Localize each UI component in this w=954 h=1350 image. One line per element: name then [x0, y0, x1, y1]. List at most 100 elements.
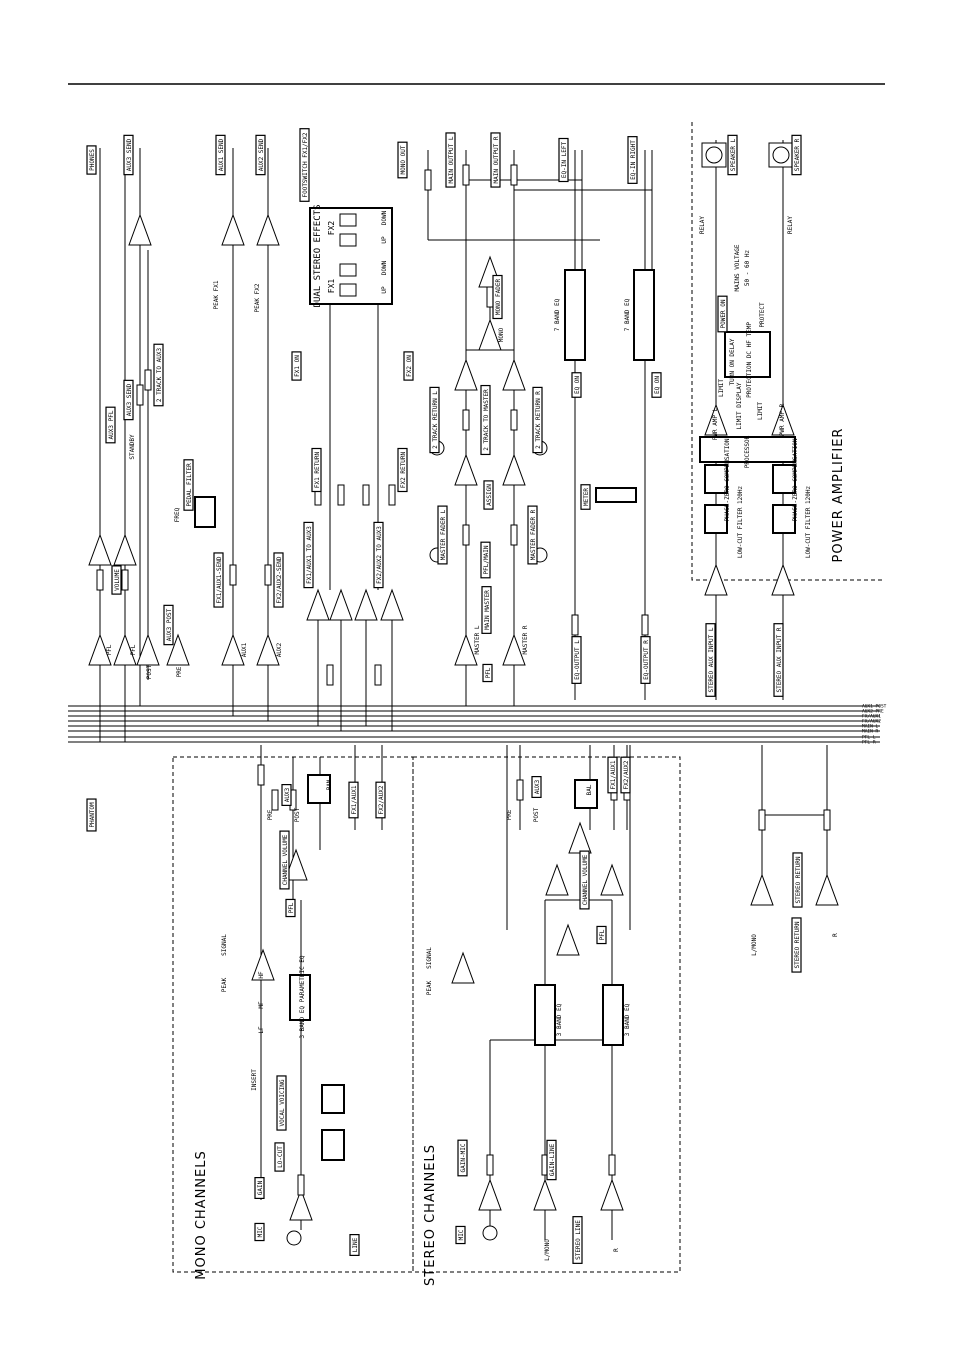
label-master-l: MASTER L: [474, 625, 481, 654]
label-box: [490, 132, 501, 188]
resistor-icon: [121, 569, 129, 591]
label-text: STEREO RETURN: [794, 921, 801, 968]
label-text: EQ-OUTPUT L: [574, 640, 581, 680]
label-box: [607, 756, 618, 794]
label-box: [123, 134, 134, 176]
label-box: [254, 1177, 265, 1199]
label-box: [397, 447, 408, 493]
speaker-icon: [772, 146, 790, 164]
label-text: MAIN OUTPUT L: [448, 136, 455, 183]
label-st-signal: SIGNAL: [426, 947, 433, 969]
label-text: FOOTSWITCH FX1/FX2: [302, 132, 309, 197]
fx2-display: [339, 213, 357, 227]
filter-block: [772, 504, 796, 534]
label-text: FX2/AUX2-SEND: [276, 556, 283, 603]
label-box: [482, 663, 493, 683]
meter-block: [595, 487, 637, 503]
label-text: AUX3 PFL: [108, 410, 115, 439]
label-text: STEREO AUX INPUT R: [776, 627, 783, 692]
amplifier-icon: [454, 358, 478, 391]
label-st-aux3: AUX3: [531, 776, 542, 798]
label-text: MIC: [257, 1226, 264, 1237]
fx1-up-label: UP: [381, 286, 388, 294]
label-pfl2: PFL: [130, 644, 137, 655]
resistor-icon: [462, 164, 470, 186]
label-box: [480, 541, 491, 579]
label-box: [375, 781, 386, 819]
label-turn-on-delay: TURN ON DELAY: [729, 338, 736, 385]
label-text: SPEAKER L: [730, 138, 737, 171]
label-pre: PRE: [176, 666, 183, 677]
amplifier-icon: [502, 453, 526, 486]
label-box: [651, 372, 662, 398]
label-text: ASSIGN: [486, 484, 493, 506]
label-text: EQ-IN RIGHT: [630, 140, 637, 180]
label-protect: PROTECT: [759, 302, 766, 328]
label-seven-band-eq-l: 7 BAND EQ: [554, 298, 561, 331]
label-text: LINE: [352, 1237, 359, 1252]
label-text: PHONES: [89, 149, 96, 171]
label-box: [792, 852, 803, 908]
resistor-icon: [136, 384, 144, 406]
label-text: EQ-IN LEFT: [561, 142, 568, 179]
resistor-icon: [264, 564, 272, 586]
label-box: [274, 1142, 285, 1172]
label-box: [276, 1075, 287, 1131]
label-text: EQ ON: [574, 376, 581, 394]
label-box: [437, 505, 448, 565]
bus-label: FX/AUX2: [862, 719, 881, 725]
label-box: [111, 565, 122, 595]
connector-icon: [286, 1230, 302, 1246]
fx2-up-label: UP: [381, 236, 388, 244]
filter-block: [321, 1129, 345, 1161]
label-text: PFL: [130, 644, 137, 655]
label-text: INSERT: [251, 1069, 258, 1091]
label-text: AUX3 POST: [166, 608, 173, 641]
fx1-label: FX1: [327, 279, 336, 294]
label-fx1-on: FX1 ON: [291, 351, 302, 381]
resistor-icon: [758, 809, 766, 831]
label-freq: FREQ: [174, 507, 181, 522]
label-mono-fader: MONO FADER: [492, 274, 503, 320]
label-text: MAIN OUTPUT R: [493, 136, 500, 183]
label-text: VOLUME: [114, 569, 121, 591]
amplifier-icon: [600, 863, 624, 896]
label-mono-mf: MF: [258, 1001, 265, 1009]
label-text: RELAY: [699, 216, 706, 234]
label-text: POST: [533, 807, 540, 822]
label-lowcut-l: LOW-CUT FILTER 120Hz: [737, 485, 744, 558]
label-mono-pre: PRE: [267, 809, 274, 820]
label-text: 7 BAND EQ: [554, 298, 561, 331]
label-text: FX1/AUX1: [351, 785, 358, 814]
label-text: PROTECTION DC HF TEMP: [746, 322, 753, 398]
resistor-icon: [362, 484, 370, 506]
label-text: LOW-CUT FILTER 120Hz: [737, 485, 744, 558]
amplifier-icon: [815, 873, 839, 906]
label-st-post: POST: [533, 807, 540, 822]
label-mono-gain: GAIN: [254, 1177, 265, 1199]
label-text: FX2/AUX2: [378, 785, 385, 814]
label-text: FX1/AUX1 TO AUX3: [306, 526, 313, 584]
amplifier-icon: [88, 533, 112, 566]
label-st-lmono: L/MONO: [544, 1239, 551, 1261]
label-pedal-filter: PEDAL FILTER: [183, 459, 194, 511]
label-protection: PROTECTION DC HF TEMP: [746, 322, 753, 398]
label-mono-out: MONO OUT: [397, 141, 408, 179]
label-box: [527, 505, 538, 565]
label-text: FX2/AUX2 TO AUX3: [376, 526, 383, 584]
label-text: PFL/MAIN: [483, 545, 490, 574]
mono-channels-title: MONO CHANNELS: [194, 1150, 209, 1279]
label-st-eq-r: 3 BAND EQ: [624, 1003, 631, 1036]
label-mono-locut: LO-CUT: [274, 1142, 285, 1172]
effects-title: DUAL STEREO EFFECTS: [313, 205, 323, 308]
label-text: STANDBY: [129, 434, 136, 460]
resistor-icon: [486, 1154, 494, 1176]
effects-unit: DUAL STEREO EFFECTS FX1 FX2 UP DOWN UP D…: [309, 205, 393, 308]
label-text: PRE: [176, 666, 183, 677]
label-text: PRE: [506, 809, 513, 820]
label-text: 2 TRACK TO AUX3: [156, 348, 163, 403]
label-aux1-send: AUX1 SEND: [215, 134, 226, 176]
label-text: PEAK FX2: [254, 283, 261, 312]
label-text: STEREO LINE: [575, 1220, 582, 1260]
resistor-icon: [337, 484, 345, 506]
